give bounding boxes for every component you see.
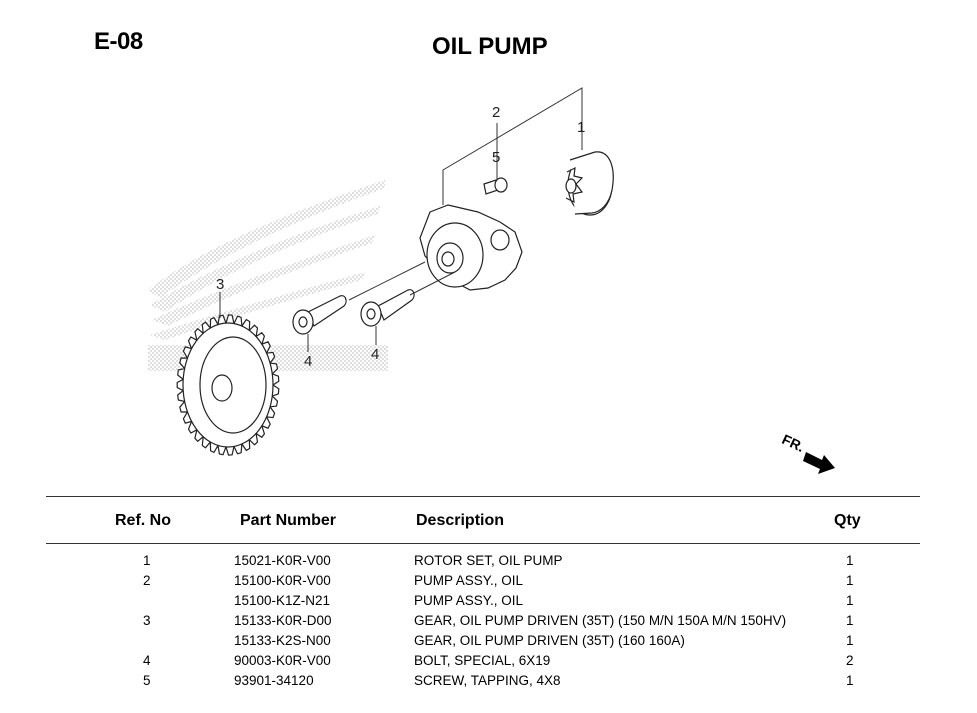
callout-4-right: 4: [371, 346, 379, 363]
ref-no: 4: [143, 653, 151, 668]
qty: 1: [846, 633, 854, 648]
part-number: 93901-34120: [234, 673, 314, 688]
description: BOLT, SPECIAL, 6X19: [414, 653, 551, 668]
front-label: FR.: [780, 431, 807, 455]
callout-5: 5: [492, 149, 500, 166]
exploded-parts-diagram: 1 2 3 4 4 5 FR.: [148, 87, 835, 474]
qty: 1: [846, 613, 854, 628]
driven-gear-part: [176, 314, 280, 456]
ref-no: 2: [143, 573, 151, 588]
part-number: 15100-K1Z-N21: [234, 593, 331, 608]
qty: 1: [846, 673, 854, 688]
description: PUMP ASSY., OIL: [414, 593, 524, 608]
table-row[interactable]: 2 15100-K0R-V00 PUMP ASSY., OIL 1: [0, 573, 977, 593]
qty: 2: [846, 653, 854, 668]
qty: 1: [846, 573, 854, 588]
ref-no: 3: [143, 613, 151, 628]
qty: 1: [846, 593, 854, 608]
table-row[interactable]: 1 15021-K0R-V00 ROTOR SET, OIL PUMP 1: [0, 553, 977, 573]
section-code: E-08: [94, 28, 143, 55]
header-description: Description: [416, 512, 505, 529]
header-ref-no: Ref. No: [115, 512, 171, 529]
qty: 1: [846, 553, 854, 568]
table-top-rule: [46, 496, 920, 497]
callout-2: 2: [492, 104, 500, 121]
leader-lines: [219, 87, 583, 352]
screw-part: [483, 177, 508, 195]
part-number: 15021-K0R-V00: [234, 553, 331, 568]
callout-3: 3: [216, 276, 224, 293]
description: GEAR, OIL PUMP DRIVEN (35T) (150 M/N 150…: [414, 613, 787, 628]
ref-no: 5: [143, 673, 151, 688]
header-qty: Qty: [834, 512, 861, 529]
header-part-number: Part Number: [240, 512, 337, 529]
front-arrow-icon: [803, 452, 835, 474]
table-row[interactable]: 5 93901-34120 SCREW, TAPPING, 4X8 1: [0, 673, 977, 693]
description: ROTOR SET, OIL PUMP: [414, 553, 563, 568]
part-number: 15133-K0R-D00: [234, 613, 332, 628]
callout-4-left: 4: [304, 353, 312, 370]
rotor-set-part: [565, 151, 614, 216]
bolt-part-right: [360, 289, 415, 327]
pump-assy-part: [419, 204, 523, 291]
part-number: 15133-K2S-N00: [234, 633, 331, 648]
table-header-rule: [46, 543, 920, 544]
callout-1: 1: [577, 119, 585, 136]
bolt-part-left: [292, 295, 347, 335]
table-row[interactable]: 15100-K1Z-N21 PUMP ASSY., OIL 1: [0, 593, 977, 613]
part-number: 15100-K0R-V00: [234, 573, 331, 588]
description: GEAR, OIL PUMP DRIVEN (35T) (160 160A): [414, 633, 685, 648]
front-direction-indicator: FR.: [780, 431, 835, 474]
description: PUMP ASSY., OIL: [414, 573, 524, 588]
description: SCREW, TAPPING, 4X8: [414, 673, 561, 688]
page-title: OIL PUMP: [432, 33, 548, 60]
table-row[interactable]: 4 90003-K0R-V00 BOLT, SPECIAL, 6X19 2: [0, 653, 977, 673]
table-row[interactable]: 15133-K2S-N00 GEAR, OIL PUMP DRIVEN (35T…: [0, 633, 977, 653]
table-row[interactable]: 3 15133-K0R-D00 GEAR, OIL PUMP DRIVEN (3…: [0, 613, 977, 633]
ref-no: 1: [143, 553, 151, 568]
part-number: 90003-K0R-V00: [234, 653, 331, 668]
